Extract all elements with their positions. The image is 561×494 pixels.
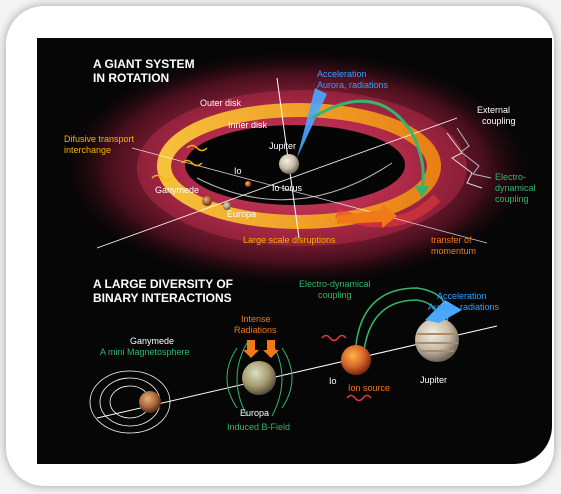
acceleration-beam: [297, 88, 327, 158]
electro-label-line3: coupling: [495, 194, 529, 204]
external-coupling-lines: [446, 132, 483, 189]
transfer-label-line1: transfer of: [431, 235, 472, 245]
ion-source-label: Ion source: [348, 383, 390, 393]
external-coupling-label-line1: External: [477, 105, 510, 115]
electro-coupling-arrowhead: [415, 186, 429, 198]
electro-coupling-arrow: [311, 99, 425, 189]
jupiter-planet: [279, 154, 299, 174]
orbit-line-2: [131, 147, 488, 244]
inner-disk-label: Inner disk: [228, 120, 268, 130]
io-wave: [321, 334, 347, 342]
europa-label: Europa: [227, 209, 256, 219]
diffusive-label-line2: interchange: [64, 145, 111, 155]
transfer-label-line2: momentum: [431, 246, 476, 256]
europa-bottom-label: Europa: [240, 408, 269, 418]
io-bottom-label: Io: [329, 376, 337, 386]
intense-label-line1: Intense: [241, 314, 271, 324]
ganymede-label: Ganymede: [155, 185, 199, 195]
io-torus-ring: [196, 162, 393, 201]
external-coupling-label-line2: coupling: [482, 116, 516, 126]
diagram-panel: A GIANT SYSTEM IN ROTATION Outer disk In…: [37, 38, 552, 464]
diffusive-arrow: [151, 174, 173, 182]
jupiter-bottom: [415, 318, 459, 362]
bottom-title-line2: BINARY INTERACTIONS: [93, 291, 232, 305]
large-scale-label: Large scale disruptions: [243, 235, 336, 245]
europa-bottom: [242, 361, 276, 395]
electro-label-line2: dynamical: [495, 183, 536, 193]
acceleration-beam-bottom: [425, 300, 462, 323]
orbit-line-1: [96, 117, 458, 249]
diffusive-arrow: [186, 144, 208, 152]
inner-disk-ring: [157, 103, 441, 229]
magnetosphere-label: A mini Magnetosphere: [100, 347, 190, 357]
diffusive-label-line1: Difusive transport: [64, 134, 135, 144]
ganymede-moon: [202, 196, 212, 206]
europa-field-lines: [226, 342, 293, 417]
acceleration-bottom-line1: Acceleration: [437, 291, 487, 301]
jupiter-bottom-label: Jupiter: [420, 375, 447, 385]
io-bottom: [341, 345, 371, 375]
induced-label: Induced B-Field: [227, 422, 290, 432]
external-coupling-lines: [456, 127, 492, 179]
electro-label-line1: Electro-: [495, 172, 526, 182]
io-moon: [245, 181, 251, 187]
electro-bottom-line2: coupling: [318, 290, 352, 300]
outer-disk-label: Outer disk: [200, 98, 242, 108]
top-title-line2: IN ROTATION: [93, 71, 169, 85]
ganymede-bottom: [139, 391, 161, 413]
top-title-line1: A GIANT SYSTEM: [93, 57, 195, 71]
radiation-arrow: [243, 340, 259, 358]
diffusive-arrow: [181, 159, 203, 167]
ganymede-bottom-label: Ganymede: [130, 336, 174, 346]
europa-moon: [223, 202, 231, 210]
acceleration-bottom-line2: Aurora, radiations: [428, 302, 500, 312]
acceleration-label-line2: Aurora, radiations: [317, 80, 389, 90]
intense-label-line2: Radiations: [234, 325, 277, 335]
acceleration-label-line1: Acceleration: [317, 69, 367, 79]
bottom-title-line1: A LARGE DIVERSITY OF: [93, 277, 233, 291]
momentum-arrow: [337, 204, 397, 228]
jupiter-label: Jupiter: [269, 141, 296, 151]
io-label: Io: [234, 166, 242, 176]
electro-bottom-line1: Electro-dynamical: [299, 279, 371, 289]
jupiter-system-diagram: A GIANT SYSTEM IN ROTATION Outer disk In…: [62, 50, 536, 434]
io-wave: [346, 394, 372, 402]
io-torus-label: Io torus: [272, 183, 303, 193]
jupiter-bands: [416, 333, 458, 352]
radiation-arrow: [263, 340, 279, 358]
